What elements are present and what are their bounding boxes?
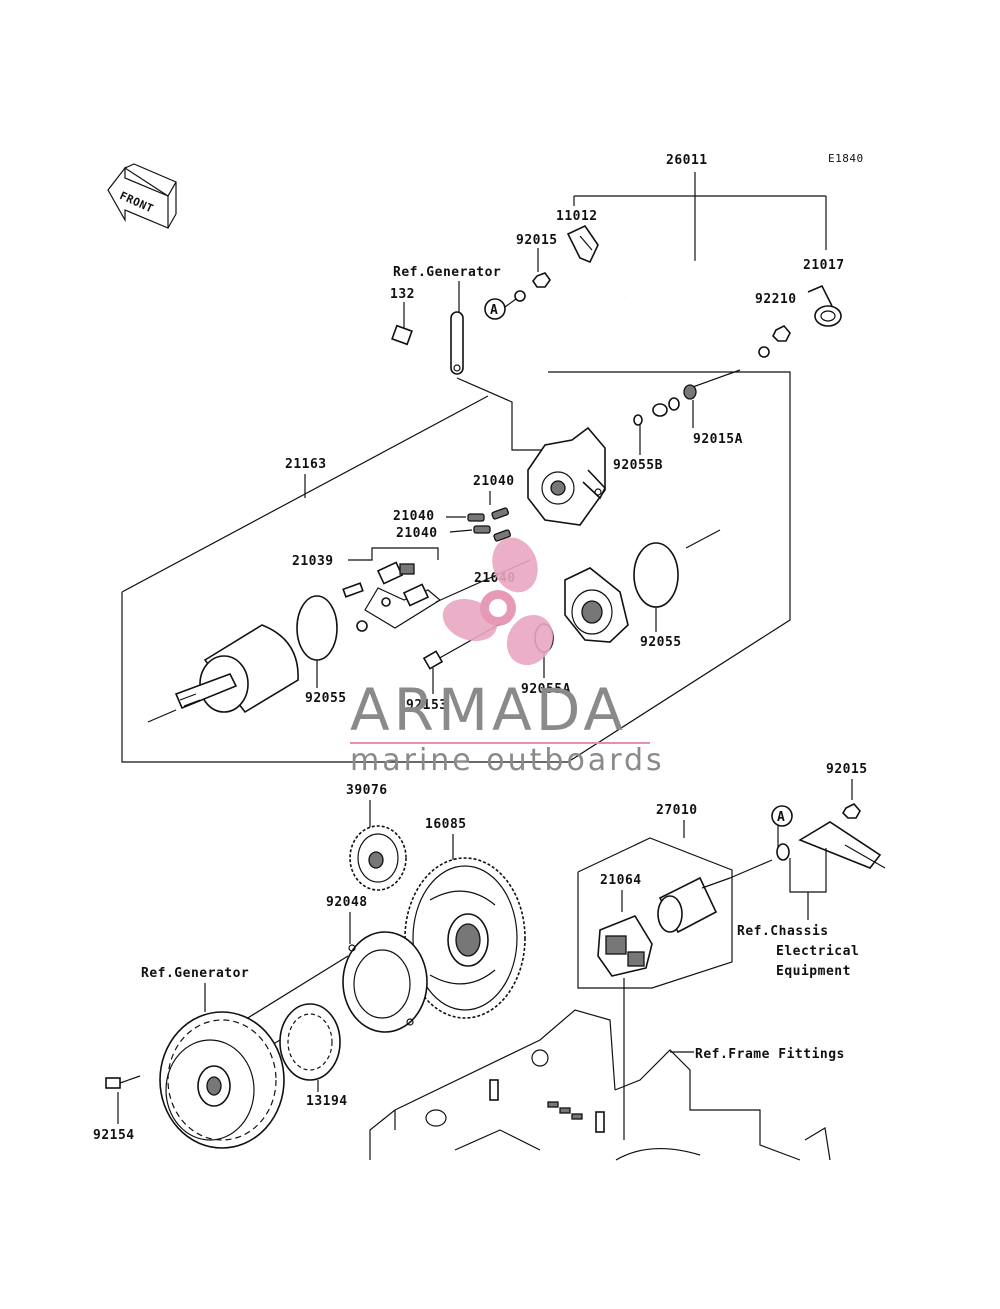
generator-bracket <box>450 311 464 375</box>
bolt-92154 <box>105 1075 141 1089</box>
watermark-tagline: marine outboards <box>350 743 665 778</box>
reference-marker-a-top <box>484 298 506 320</box>
terminal-cover-11012 <box>566 224 599 264</box>
relay-group-outline <box>577 837 733 989</box>
label-16085: 16085 <box>425 817 467 832</box>
battery-cable-end <box>798 821 886 869</box>
relay-holder-21064 <box>597 915 653 977</box>
bolt-132 <box>391 324 433 354</box>
brush-holder-21039 <box>364 561 442 629</box>
marker-a-top-label: A <box>490 303 498 318</box>
terminal-washers <box>633 384 697 426</box>
label-21163: 21163 <box>285 457 327 472</box>
nut-92210 <box>772 325 791 342</box>
starter-cable <box>514 260 770 358</box>
nut-92015-bottom <box>841 803 861 819</box>
label-92055-left: 92055 <box>305 691 347 706</box>
front-end-cover <box>564 567 629 643</box>
ref-chassis-line3: Equipment <box>776 964 851 979</box>
label-21064: 21064 <box>600 873 642 888</box>
through-bolt-92153 <box>422 623 501 670</box>
nut-92015-top <box>532 272 551 288</box>
label-39076: 39076 <box>346 783 388 798</box>
front-arrow-icon: FRONT <box>107 163 177 229</box>
ref-generator-bottom: Ref.Generator <box>141 966 249 981</box>
marker-a-bottom-label: A <box>777 810 785 825</box>
clutch-plate-92048 <box>342 931 428 1033</box>
front-label: FRONT <box>118 189 156 215</box>
label-92055B: 92055B <box>613 458 663 473</box>
label-92015A: 92015A <box>693 432 743 447</box>
label-21040-b: 21040 <box>393 509 435 524</box>
label-92210: 92210 <box>755 292 797 307</box>
label-21040-c: 21040 <box>396 526 438 541</box>
o-ring-92055-right <box>633 542 679 608</box>
wire-terminal <box>776 843 790 861</box>
one-way-clutch-13194 <box>279 1003 341 1081</box>
label-92153: 92153 <box>406 698 448 713</box>
label-92048: 92048 <box>326 895 368 910</box>
label-21040-a: 21040 <box>473 474 515 489</box>
diagram-code: E1840 <box>828 152 864 165</box>
frame-fittings-outline <box>369 1009 831 1161</box>
terminal-cover-21017 <box>807 284 842 327</box>
starter-motor-yoke <box>147 624 299 723</box>
label-27010: 27010 <box>656 803 698 818</box>
rear-end-cover <box>527 426 606 526</box>
label-21017: 21017 <box>803 258 845 273</box>
label-132: 132 <box>390 287 415 302</box>
reference-marker-a-bottom <box>771 805 793 827</box>
flywheel-rotor <box>159 1011 285 1149</box>
screw-brush-holder <box>342 582 368 632</box>
label-92055-right: 92055 <box>640 635 682 650</box>
starter-relay-27010 <box>657 859 773 934</box>
ref-generator-top: Ref.Generator <box>393 265 501 280</box>
watermark-brand: ARMADA <box>350 676 627 744</box>
ref-chassis-line2: Electrical <box>776 944 859 959</box>
label-13194: 13194 <box>306 1094 348 1109</box>
ref-frame-fittings: Ref.Frame Fittings <box>695 1047 845 1062</box>
brush-springs <box>467 507 511 542</box>
armada-watermark-logo <box>442 537 554 666</box>
label-92015-bottom: 92015 <box>826 762 868 777</box>
ref-chassis-line1: Ref.Chassis <box>737 924 829 939</box>
leader-26011 <box>573 172 827 262</box>
label-92015-top: 92015 <box>516 233 558 248</box>
o-ring-92055-left <box>296 595 338 661</box>
label-26011: 26011 <box>666 153 708 168</box>
label-21039: 21039 <box>292 554 334 569</box>
idle-gear-39076 <box>349 825 407 891</box>
label-92154: 92154 <box>93 1128 135 1143</box>
label-11012: 11012 <box>556 209 598 224</box>
label-92055A: 92055A <box>521 682 571 697</box>
